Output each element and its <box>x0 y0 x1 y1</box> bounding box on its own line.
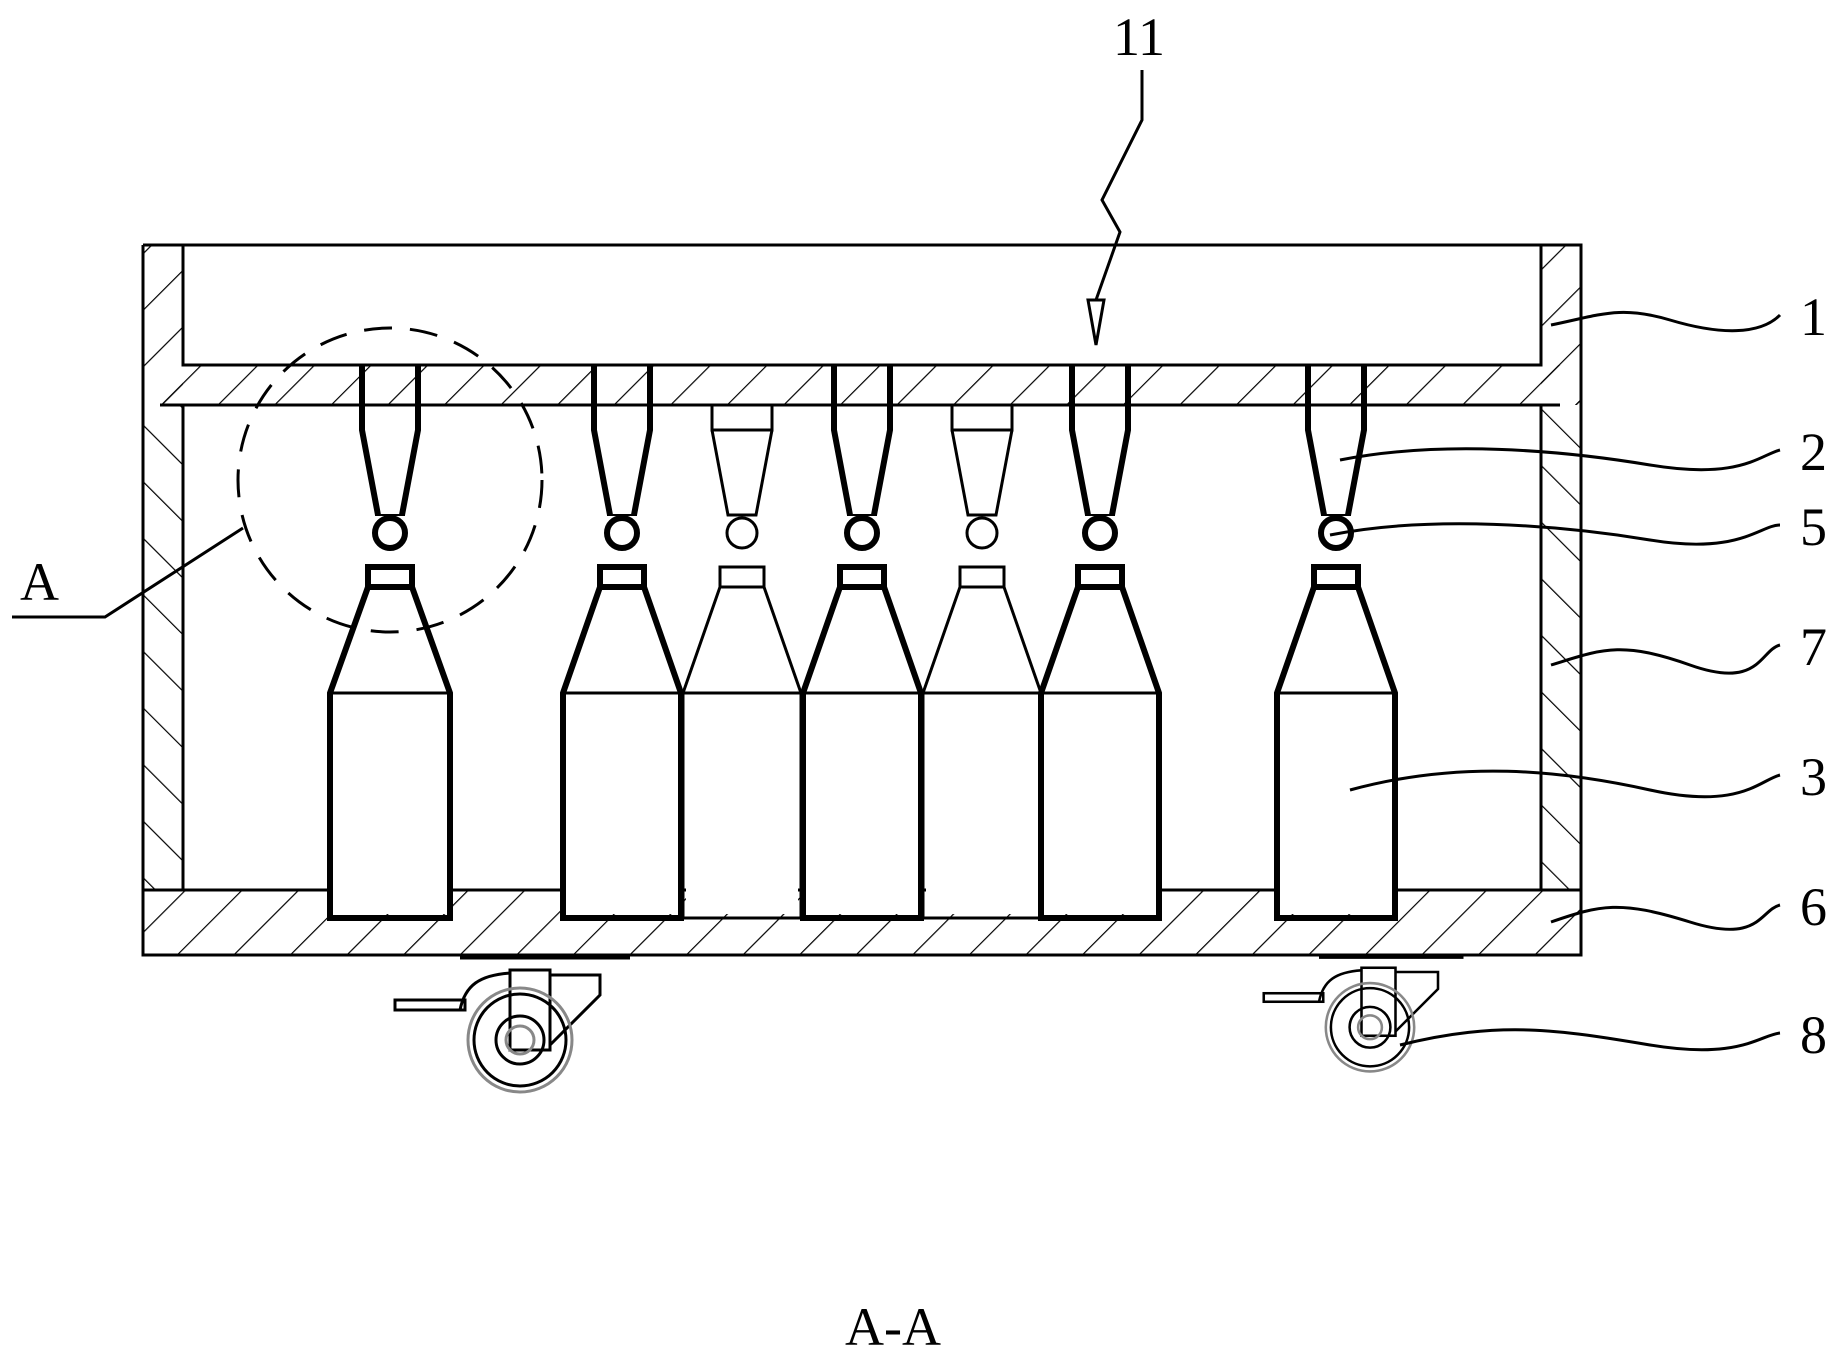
ball <box>725 516 759 550</box>
ball <box>965 516 999 550</box>
label-5: 5 <box>1800 497 1827 557</box>
caster-1 <box>393 956 630 1094</box>
station-2 <box>560 365 684 921</box>
label-8: 8 <box>1800 1005 1827 1065</box>
ball <box>1318 515 1354 551</box>
station-6 <box>1038 365 1162 921</box>
top-frame <box>141 243 1583 407</box>
bottle <box>681 565 803 920</box>
ball <box>372 515 408 551</box>
station-7 <box>1274 365 1398 921</box>
nozzle <box>950 403 1014 517</box>
view-title: A-A <box>845 1297 941 1353</box>
side-walls <box>141 380 1583 955</box>
bottle <box>560 564 684 921</box>
label-2: 2 <box>1800 422 1827 482</box>
label-6: 6 <box>1800 877 1827 937</box>
detail-marker-label: A <box>20 552 59 612</box>
station-3 <box>681 403 803 920</box>
casters <box>393 956 1464 1094</box>
station-4 <box>800 365 924 921</box>
ball <box>604 515 640 551</box>
ball <box>1082 515 1118 551</box>
ball <box>844 515 880 551</box>
bottle <box>1038 564 1162 921</box>
label-1: 1 <box>1800 287 1827 347</box>
station-5 <box>921 403 1043 920</box>
flow-arrow: 11 <box>1086 7 1165 346</box>
bottle <box>921 565 1043 920</box>
detail-circle-a: A <box>12 326 544 634</box>
bottle <box>800 564 924 921</box>
label-3: 3 <box>1800 747 1827 807</box>
caster-2 <box>1262 956 1464 1073</box>
label-7: 7 <box>1800 617 1827 677</box>
bottle <box>327 564 453 921</box>
label-11: 11 <box>1113 7 1165 67</box>
bottle <box>1274 564 1398 921</box>
station-1 <box>327 365 453 921</box>
leader-lines: 1 2 5 7 3 6 8 <box>1329 287 1827 1065</box>
filling-stations <box>327 365 1398 921</box>
nozzle <box>710 403 774 517</box>
